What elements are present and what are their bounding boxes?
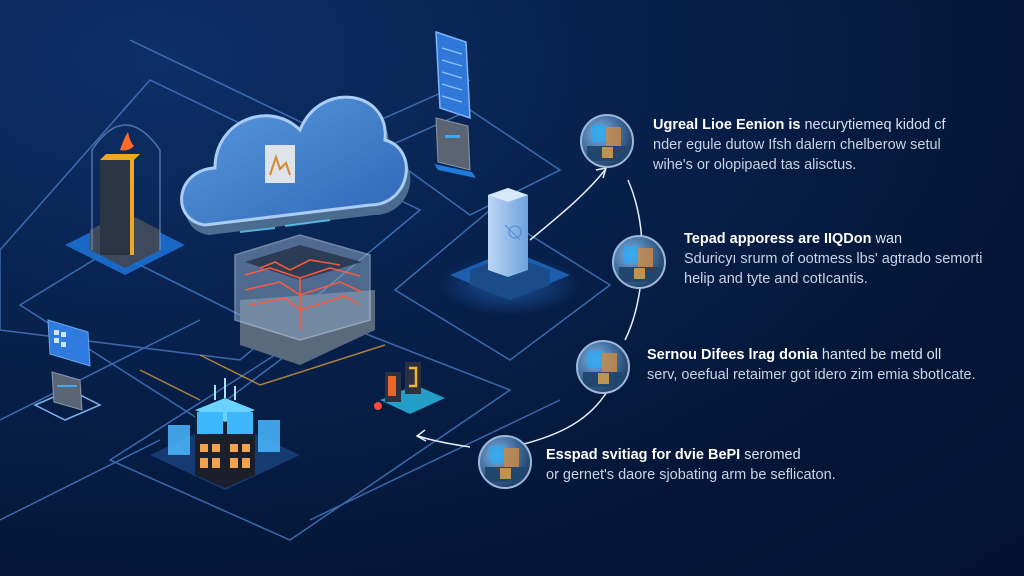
qr-code-icon (54, 330, 66, 347)
callout-2-line2: Sduricyı srurm of ootmess lbs' agtrado s… (684, 251, 983, 267)
alert-dot (374, 402, 382, 410)
terminal (33, 371, 102, 421)
callout-4-line2: or gernet's daore sjobating arm be sefli… (546, 467, 836, 483)
callout-1-lead: Ugreal Lioe Eenion is (653, 117, 801, 133)
callout-avatar-2 (612, 235, 666, 289)
accent-wires (139, 344, 386, 401)
callout-1-line2: nder egule dutow Ifsh dalern chelberow s… (653, 137, 941, 153)
display-kiosk (434, 30, 476, 178)
callout-2: Tepad apporess are IIQDon wan Sduricyı s… (684, 229, 983, 289)
qr-card (47, 319, 91, 367)
callout-1-line3: wihe's or olopipaed tas alisctus. (653, 157, 857, 173)
callout-avatar-1 (580, 114, 634, 168)
connector-arrows (415, 167, 644, 448)
city-hub (150, 378, 300, 490)
callout-3: Sernou Difees lrag donia hanted be metd … (647, 345, 976, 385)
cloud (180, 95, 411, 235)
callout-1: Ugreal Lioe Eenion is necurytiemeq kidod… (653, 115, 946, 175)
mini-buildings (374, 362, 445, 414)
callout-3-line2: serv, oeefual retaimer got idero zim emi… (647, 367, 976, 383)
callout-3-lead: Sernou Difees lrag donia (647, 347, 818, 363)
callout-2-lead: Tepad apporess are IIQDon (684, 231, 872, 247)
callout-1-rest: necurytiemeq kidod cf (800, 117, 946, 133)
secure-tower (65, 124, 185, 275)
callout-4: Esspad svitiag for dvie BePI seromed or … (546, 445, 836, 485)
document-icon (265, 145, 295, 183)
callout-2-rest: wan (871, 231, 903, 247)
callout-2-line3: helip and tyte and cotIcantis. (684, 271, 868, 287)
server-pillar (440, 188, 580, 315)
callout-3-rest: hanted be metd oll (817, 347, 942, 363)
callout-avatar-3 (576, 340, 630, 394)
callout-4-rest: seromed (740, 447, 801, 463)
circuit-cube (234, 234, 375, 365)
flame-icon (120, 132, 134, 151)
callout-4-lead: Esspad svitiag for dvie BePI (546, 447, 741, 463)
callout-avatar-4 (478, 435, 532, 489)
circuit-traces (244, 259, 363, 330)
